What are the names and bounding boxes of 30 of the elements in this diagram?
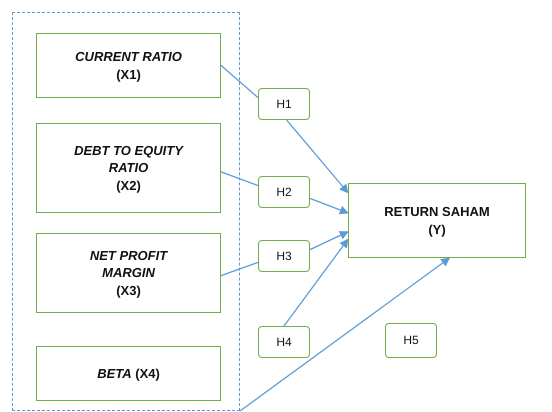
variable-box	[36, 346, 221, 401]
arrow	[283, 238, 349, 326]
hypothesis-label: H5	[403, 332, 419, 349]
variable-box	[36, 33, 221, 98]
variable-label: NET PROFIT MARGIN	[88, 246, 169, 282]
variable-label: CURRENT RATIO	[75, 48, 182, 66]
variable-label: RETURN SAHAM	[384, 202, 490, 220]
variable-label: (X1)	[116, 66, 141, 84]
arrow	[310, 231, 349, 250]
hypothesis-box	[258, 240, 310, 272]
hypothesis-box	[258, 176, 310, 208]
hypothesis-label: H3	[276, 248, 292, 264]
variable-box	[36, 233, 221, 313]
dashed-group-box	[12, 12, 240, 411]
arrow	[240, 257, 450, 412]
hypothesis-label: H1	[276, 96, 292, 112]
arrow	[310, 198, 349, 214]
hypothesis-box	[258, 88, 310, 120]
hypothesis-label: H4	[276, 334, 292, 350]
variable-box	[348, 183, 526, 258]
variable-label: (Y)	[428, 220, 446, 238]
variable-box	[36, 123, 221, 213]
variable-label: (X2)	[116, 176, 141, 194]
variable-label: (X3)	[116, 282, 141, 300]
hypothesis-box	[385, 323, 437, 358]
variable-label: BETA (X4)	[97, 364, 160, 382]
variable-label: DEBT TO EQUITY RATIO	[73, 142, 185, 177]
hypothesis-box	[258, 326, 310, 358]
arrow	[286, 120, 349, 194]
hypothesis-label: H2	[276, 184, 292, 200]
